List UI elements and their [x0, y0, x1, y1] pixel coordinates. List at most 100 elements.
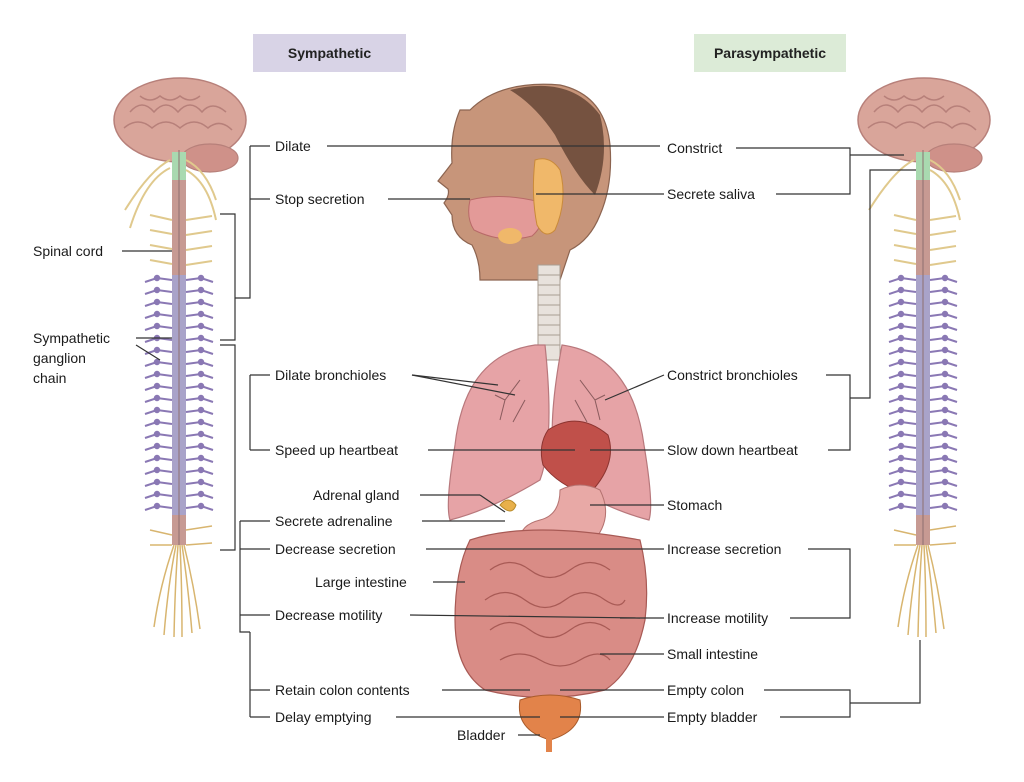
left-brain	[113, 77, 247, 173]
ganglion-node	[153, 382, 161, 390]
left-spinal-cord	[172, 150, 186, 545]
ganglion-node	[941, 418, 949, 426]
ganglion-node	[153, 442, 161, 450]
ganglion-node	[941, 382, 949, 390]
ganglion-node	[197, 466, 205, 474]
ganglion-node	[153, 430, 161, 438]
ganglion-node	[153, 322, 161, 330]
ganglion-node	[941, 442, 949, 450]
ganglion-node	[197, 490, 205, 498]
sym-effect-delay-emptying: Delay emptying	[275, 709, 372, 725]
ganglion-node	[197, 310, 205, 318]
ganglion-node	[153, 358, 161, 366]
ganglion-node	[897, 322, 905, 330]
sym-effect-speed-up-heartbeat: Speed up heartbeat	[275, 442, 398, 458]
ganglion-node	[941, 430, 949, 438]
ganglion-node	[153, 478, 161, 486]
ganglion-node	[897, 286, 905, 294]
ganglion-node	[197, 478, 205, 486]
bladder-label: Bladder	[457, 727, 506, 743]
adrenal-gland-label: Adrenal gland	[313, 487, 400, 503]
head-illustration	[437, 83, 612, 281]
sympathetic-header: Sympathetic	[253, 34, 406, 72]
ganglion-node	[941, 358, 949, 366]
ganglion-node	[897, 274, 905, 282]
sym-effect-decrease-motility: Decrease motility	[275, 607, 383, 623]
ganglion-node	[153, 310, 161, 318]
ganglion-node	[197, 358, 205, 366]
ganglion-node	[897, 298, 905, 306]
ganglion-node	[941, 406, 949, 414]
ganglion-node	[941, 466, 949, 474]
ganglion-node	[897, 502, 905, 510]
ganglion-node	[897, 346, 905, 354]
ganglion-node	[941, 334, 949, 342]
ganglion-node	[197, 454, 205, 462]
ganglion-node	[197, 382, 205, 390]
sym-effect-retain-colon-contents: Retain colon contents	[275, 682, 410, 698]
ganglion-node	[897, 466, 905, 474]
ganglion-node	[897, 454, 905, 462]
ganglion-node	[197, 286, 205, 294]
ganglion-chain-label-line1: Sympathetic	[33, 330, 111, 346]
ganglion-node	[941, 502, 949, 510]
ganglion-node	[941, 310, 949, 318]
bladder-illustration	[518, 694, 582, 752]
right-sympathetic-nerves	[888, 274, 958, 511]
ganglion-chain-label-line2: ganglion	[33, 350, 86, 366]
ganglion-node	[941, 274, 949, 282]
sym-effect-dilate-pupil: Dilate	[275, 138, 311, 154]
ganglion-node	[197, 418, 205, 426]
ganglion-node	[153, 454, 161, 462]
ganglion-node	[197, 430, 205, 438]
ganglion-node	[897, 490, 905, 498]
ganglion-node	[897, 370, 905, 378]
ganglion-node	[197, 502, 205, 510]
sym-effect-secrete-adrenaline: Secrete adrenaline	[275, 513, 393, 529]
ganglion-node	[153, 418, 161, 426]
para-effect-increase-secretion: Increase secretion	[667, 541, 782, 557]
intestines-illustration	[454, 529, 648, 699]
ganglion-node	[941, 394, 949, 402]
adrenal-gland-illustration	[499, 499, 517, 512]
ganglion-node	[897, 430, 905, 438]
para-effect-increase-motility: Increase motility	[667, 610, 769, 626]
right-cauda-equina	[893, 525, 957, 638]
ganglion-node	[941, 346, 949, 354]
parasympathetic-leader-lines	[536, 147, 921, 718]
trachea-illustration	[537, 264, 561, 361]
sym-effect-decrease-secretion: Decrease secretion	[275, 541, 396, 557]
ganglion-node	[153, 298, 161, 306]
para-effect-constrict-bronchioles: Constrict bronchioles	[667, 367, 798, 383]
ganglion-node	[153, 490, 161, 498]
ganglion-node	[197, 298, 205, 306]
ganglion-node	[153, 502, 161, 510]
para-effect-empty-colon: Empty colon	[667, 682, 745, 698]
ganglion-node	[897, 394, 905, 402]
ganglion-node	[941, 298, 949, 306]
sympathetic-leader-lines	[122, 145, 660, 736]
ganglion-node	[941, 454, 949, 462]
stomach-label: Stomach	[667, 497, 723, 513]
ganglion-node	[897, 358, 905, 366]
ganglion-node	[897, 442, 905, 450]
large-intestine-label: Large intestine	[315, 574, 407, 590]
para-effect-constrict-pupil: Constrict	[667, 140, 723, 156]
ganglion-node	[197, 394, 205, 402]
left-sympathetic-nerves	[144, 274, 214, 511]
ganglion-node	[941, 286, 949, 294]
left-cauda-equina	[149, 525, 213, 638]
ganglion-node	[941, 478, 949, 486]
ganglion-node	[197, 334, 205, 342]
ganglion-chain-label-line3: chain	[33, 370, 67, 386]
ganglion-node	[897, 310, 905, 318]
left-cervical-nerves	[124, 159, 217, 266]
ganglion-node	[153, 394, 161, 402]
para-effect-secrete-saliva: Secrete saliva	[667, 186, 755, 202]
ganglion-node	[897, 418, 905, 426]
ganglion-node	[153, 286, 161, 294]
ganglion-node	[197, 322, 205, 330]
ganglion-node	[897, 334, 905, 342]
ganglion-node	[897, 478, 905, 486]
